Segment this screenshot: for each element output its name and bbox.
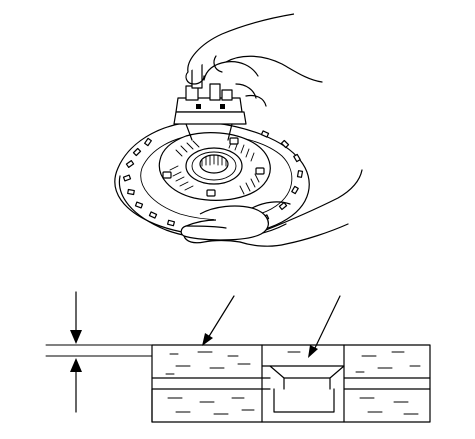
leader-arrow-right-icon — [308, 345, 318, 358]
cross-section-schematic — [45, 291, 431, 423]
arrow-up-icon — [70, 358, 82, 372]
damper-springs — [162, 137, 265, 197]
disc-rivets — [122, 130, 304, 230]
upper-hand — [185, 13, 323, 107]
clutch-disc-illustration — [114, 13, 363, 247]
arrow-down-icon — [70, 330, 82, 344]
section-block — [151, 344, 431, 423]
clutch-hub — [158, 132, 271, 201]
section-hatching — [165, 351, 421, 415]
leader-arrow-left-icon — [202, 333, 213, 346]
lower-hand — [180, 169, 363, 247]
alignment-tool — [173, 61, 247, 141]
depth-dimension — [45, 291, 153, 413]
leader-lines — [202, 295, 341, 358]
